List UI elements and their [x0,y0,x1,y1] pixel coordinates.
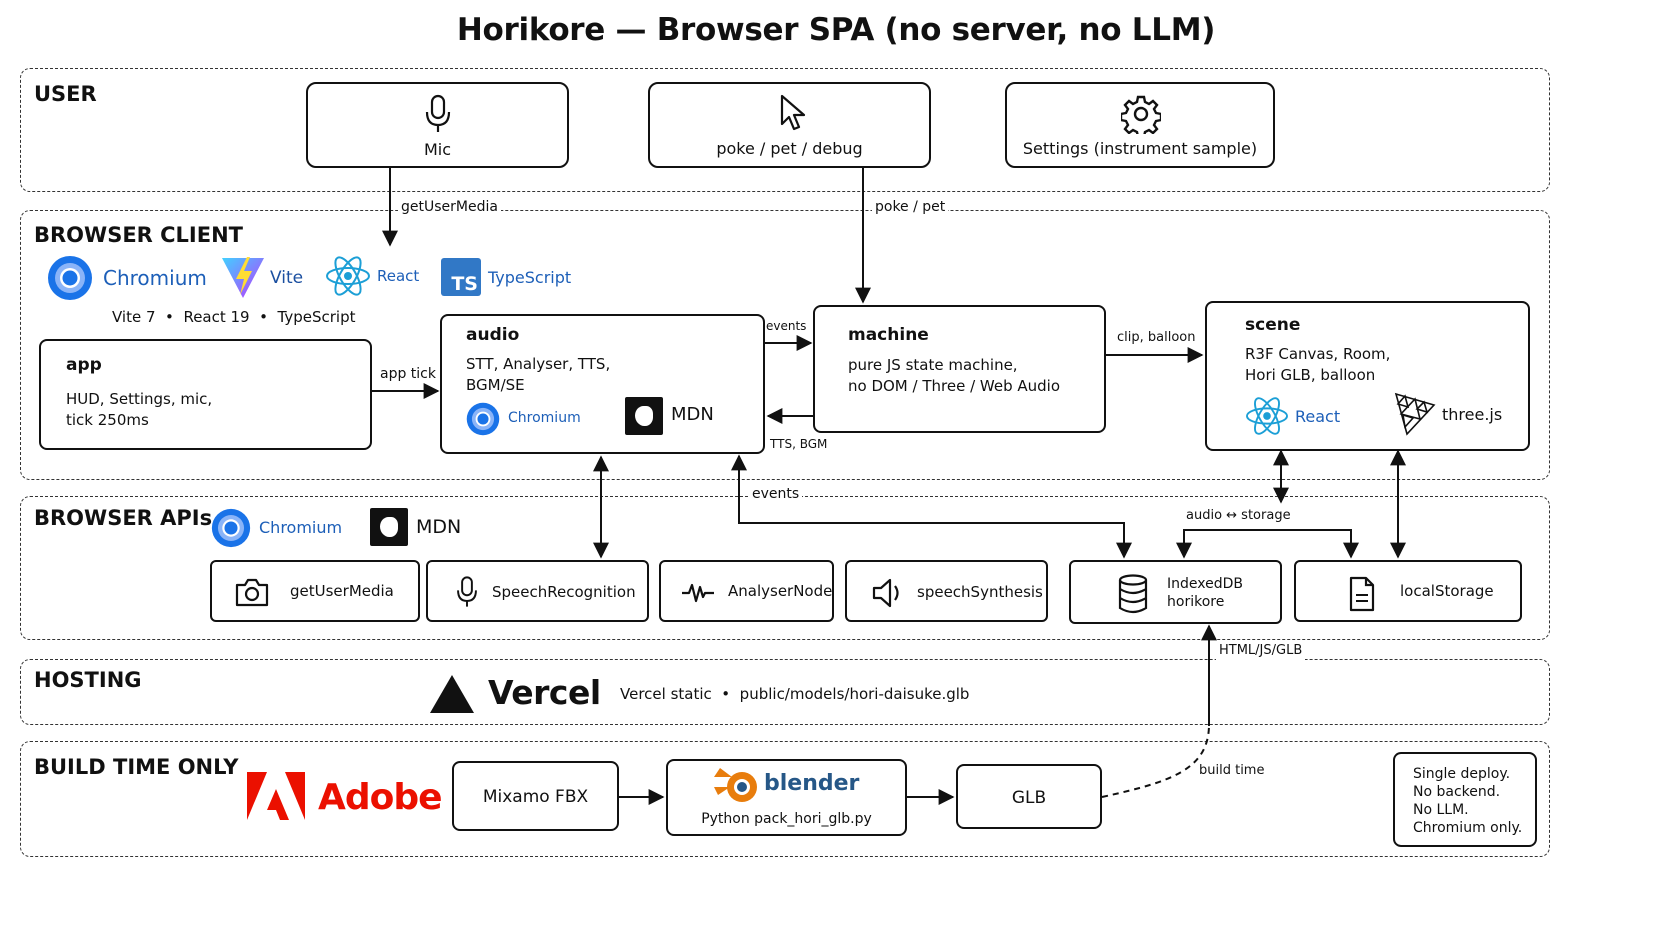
label-tts-bgm: TTS, BGM [767,435,831,453]
vite-logo-label: Vite [270,268,304,288]
audio-box: audio STT, Analyser, TTS, BGM/SE Chromiu… [440,314,765,454]
cursor-icon [780,94,806,131]
glb-label: GLB [1011,788,1047,808]
user-settings-box: Settings (instrument sample) [1005,82,1275,168]
api-speechrecognition-label: SpeechRecognition [492,583,636,601]
mic-label: Mic [423,140,452,159]
adobe-wordmark: Adobe [318,777,443,818]
vite-logo-icon [222,257,264,298]
audio-chromium-icon [466,402,500,436]
build-note-box: Single deploy. No backend. No LLM. Chrom… [1393,752,1537,847]
label-getusermedia: getUserMedia [398,198,501,216]
app-box: app HUD, Settings, mic, tick 250ms [39,339,372,450]
api-getusermedia-box: getUserMedia [210,560,420,622]
section-user-label: USER [34,82,97,106]
label-clip-balloon: clip, balloon [1114,329,1199,347]
mixamo-box: Mixamo FBX [452,761,619,831]
react-logo-icon [326,256,370,296]
api-indexeddb-label: IndexedDB horikore [1167,576,1243,610]
section-browser-client-label: BROWSER CLIENT [34,223,243,247]
scene-title: scene [1245,315,1301,335]
waveform-icon [682,583,714,603]
label-poke-pet: poke / pet [872,198,949,216]
typescript-badge-text: TS [451,273,478,295]
machine-body: pure JS state machine, no DOM / Three / … [848,356,1060,395]
mic-icon [425,94,451,132]
database-icon [1118,574,1148,614]
blender-box: blender Python pack_hori_glb.py [666,759,907,836]
audio-mdn-label: MDN [671,404,714,425]
build-note: Single deploy. No backend. No LLM. Chrom… [1413,766,1523,836]
hosting-details: Vercel static • public/models/hori-daisu… [620,685,970,703]
api-speechrecognition-box: SpeechRecognition [426,560,649,622]
glb-box: GLB [956,764,1102,829]
audio-body: STT, Analyser, TTS, BGM/SE [466,355,611,394]
scene-body: R3F Canvas, Room, Hori GLB, balloon [1245,345,1391,384]
poke-label: poke / pet / debug [716,139,863,158]
mic-icon [457,576,477,607]
speaker-icon [872,578,899,608]
user-mic-box: Mic [306,82,569,168]
scene-box: scene R3F Canvas, Room, Hori GLB, balloo… [1205,301,1530,451]
api-localstorage-label: localStorage [1400,582,1494,600]
react-logo-label: React [377,267,420,285]
label-audio-storage: audio ↔ storage [1183,507,1294,525]
user-poke-box: poke / pet / debug [648,82,931,168]
section-browser-apis-label: BROWSER APIs [34,506,213,530]
scene-react-icon [1246,397,1288,435]
threejs-icon [1394,392,1436,436]
section-build-time [20,741,1550,857]
mixamo-label: Mixamo FBX [482,787,589,807]
app-title: app [66,355,102,375]
vercel-wordmark: Vercel [488,673,601,712]
document-icon [1349,576,1375,612]
api-analysernode-box: AnalyserNode [659,560,834,622]
api-speechsynthesis-label: speechSynthesis [917,583,1043,601]
api-analysernode-label: AnalyserNode [728,582,833,600]
gear-icon [1121,95,1161,134]
edge-indexeddb-audio-events [731,454,1132,559]
api-localstorage-box: localStorage [1294,560,1522,622]
section-hosting [20,659,1550,725]
typescript-logo-icon: TS [441,258,481,296]
audio-title: audio [466,325,520,345]
typescript-logo-label: TypeScript [488,268,572,287]
apis-chromium-label: Chromium [259,518,343,537]
label-app-tick: app tick [377,365,439,383]
app-body: HUD, Settings, mic, tick 250ms [66,390,213,429]
edge-glb-build-dashed [1101,725,1210,798]
adobe-logo-icon [247,772,305,820]
blender-sub: Python pack_hori_glb.py [701,811,872,827]
api-speechsynthesis-box: speechSynthesis [845,560,1048,622]
label-events-top: events [763,317,810,335]
chromium-logo-label: Chromium [103,266,207,290]
audio-chromium-label: Chromium [508,410,581,426]
machine-box: machine pure JS state machine, no DOM / … [813,305,1106,433]
scene-react-label: React [1295,407,1341,426]
section-build-time-label: BUILD TIME ONLY [34,755,239,779]
settings-label: Settings (instrument sample) [1022,139,1258,158]
label-events-bottom: events [749,485,803,503]
blender-logo-icon [714,768,757,802]
label-html-js-glb: HTML/JS/GLB [1216,642,1306,660]
section-hosting-label: HOSTING [34,668,142,692]
api-getusermedia-label: getUserMedia [290,582,394,600]
stack-versions: Vite 7 • React 19 • TypeScript [112,308,356,326]
section-user [20,68,1550,192]
api-indexeddb-box: IndexedDB horikore [1069,560,1282,624]
vercel-logo-icon [430,675,474,713]
chromium-logo-icon [48,256,92,300]
audio-mdn-icon [625,397,663,435]
machine-title: machine [848,325,929,345]
camera-icon [235,578,269,607]
apis-mdn-icon [370,508,408,546]
blender-wordmark: blender [764,771,860,796]
scene-threejs-label: three.js [1442,405,1503,424]
edge-storage-split [1176,529,1359,559]
diagram-title: Horikore — Browser SPA (no server, no LL… [456,12,1216,48]
apis-mdn-label: MDN [416,516,462,538]
apis-chromium-icon [211,508,251,548]
label-build-time: build time [1196,762,1268,780]
